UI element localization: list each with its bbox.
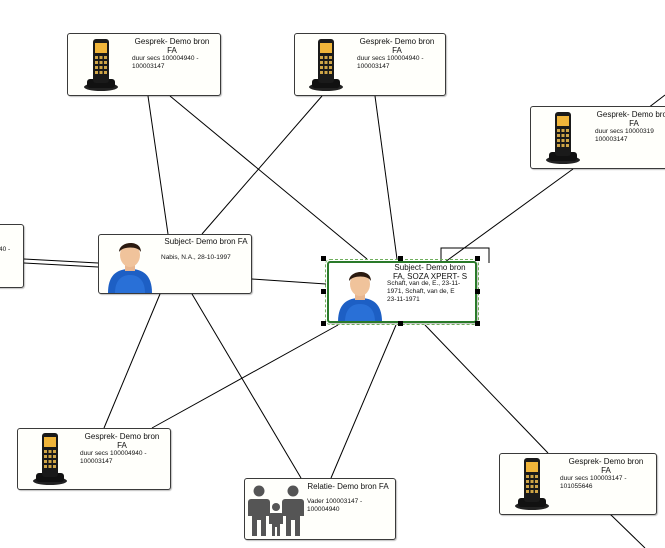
selection-handle-sw[interactable] bbox=[321, 321, 326, 326]
node-title: Gesprek- Demo bron FA bbox=[596, 110, 665, 128]
node-title: Relatie- Demo bron FA bbox=[307, 482, 389, 491]
selection-handle-se[interactable] bbox=[475, 321, 480, 326]
selection-handle-e[interactable] bbox=[475, 289, 480, 294]
edge-subject-left-call-bottom-left bbox=[103, 293, 161, 429]
phone-icon bbox=[83, 37, 121, 95]
call-node-top-left[interactable]: Gesprek- Demo bron FA duur secs 10000494… bbox=[67, 33, 221, 96]
edge-subject-left-relation-bottom bbox=[191, 293, 302, 479]
node-title: Gesprek- Demo bron FA bbox=[568, 457, 644, 475]
node-title: Gesprek- Demo bron FA bbox=[84, 432, 160, 450]
edge-left-partial-subject-left-a bbox=[23, 258, 99, 264]
node-title: Subject- Demo bron FA bbox=[164, 237, 248, 246]
call-node-top-center[interactable]: Gesprek- Demo bron FA duur secs 10000494… bbox=[294, 33, 446, 96]
call-node-right-top[interactable]: Gesprek- Demo bron FA duur secs 10000319… bbox=[530, 106, 665, 169]
person-icon bbox=[105, 235, 155, 293]
edge-left-partial-subject-left-b bbox=[23, 262, 99, 268]
selection-handle-ne[interactable] bbox=[475, 256, 480, 261]
edge-right-top-offscreen bbox=[647, 94, 665, 109]
edge-call-right-top-subject-center bbox=[444, 168, 574, 263]
phone-icon bbox=[308, 37, 346, 95]
node-title: Subject- Demo bron FA, SOZA XPERT- S bbox=[392, 263, 468, 281]
edge-call-top-left-subject-center bbox=[169, 95, 368, 260]
relation-node-bottom[interactable]: Relatie- Demo bron FA Vader 100003147 - … bbox=[244, 478, 396, 540]
selection-handle-n[interactable] bbox=[398, 256, 403, 261]
subject-node-left[interactable]: Subject- Demo bron FA Nabis, N.A., 28-10… bbox=[98, 234, 252, 294]
phone-icon bbox=[32, 431, 70, 489]
edge-call-top-center-subject-left bbox=[201, 95, 323, 235]
edge-call-top-left-subject-left bbox=[147, 95, 169, 235]
edge-call-top-center-subject-center bbox=[374, 95, 398, 260]
selection-handle-nw[interactable] bbox=[321, 256, 326, 261]
node-detail: duur secs 10000319 100003147 bbox=[595, 128, 654, 143]
node-detail: Schaft, van de, E., 23-11- 1971, Schaft,… bbox=[387, 280, 461, 303]
node-detail: duur secs 100003147 - 101055646 bbox=[560, 475, 627, 490]
call-node-bottom-right[interactable]: Gesprek- Demo bron FA duur secs 10000314… bbox=[499, 453, 657, 515]
edge-to-offscreen-right bbox=[440, 247, 490, 263]
subject-node-center-selected[interactable]: Subject- Demo bron FA, SOZA XPERT- S Sch… bbox=[325, 259, 479, 325]
selection-handle-s[interactable] bbox=[398, 321, 403, 326]
node-detail: duur secs 100004940 - 100003147 bbox=[357, 55, 424, 70]
phone-icon bbox=[514, 456, 552, 514]
node-detail: duur secs 100004940 - 100003147 bbox=[132, 55, 199, 70]
node-detail: 40 - bbox=[0, 246, 11, 253]
node-detail: Nabis, N.A., 28-10-1997 bbox=[161, 254, 231, 261]
node-detail: Vader 100003147 - 100004940 bbox=[307, 498, 363, 513]
phone-icon bbox=[545, 110, 583, 168]
family-icon bbox=[247, 483, 305, 539]
call-node-bottom-left[interactable]: Gesprek- Demo bron FA duur secs 10000494… bbox=[17, 428, 171, 490]
person-icon bbox=[335, 264, 385, 321]
node-detail: duur secs 100004940 - 100003147 bbox=[80, 450, 147, 465]
selection-handle-w[interactable] bbox=[321, 289, 326, 294]
partial-node-left[interactable]: 40 - bbox=[0, 224, 24, 288]
edge-subject-left-subject-center bbox=[251, 278, 327, 285]
edge-subject-center-call-bottom-left bbox=[151, 324, 339, 429]
node-title: Gesprek- Demo bron FA bbox=[359, 37, 435, 55]
edge-subject-center-call-bottom-right bbox=[424, 324, 549, 454]
edge-bottom-right-offscreen bbox=[609, 513, 646, 548]
node-title: Gesprek- Demo bron FA bbox=[134, 37, 210, 55]
edges bbox=[23, 94, 665, 548]
edge-subject-center-relation-bottom bbox=[330, 324, 397, 479]
